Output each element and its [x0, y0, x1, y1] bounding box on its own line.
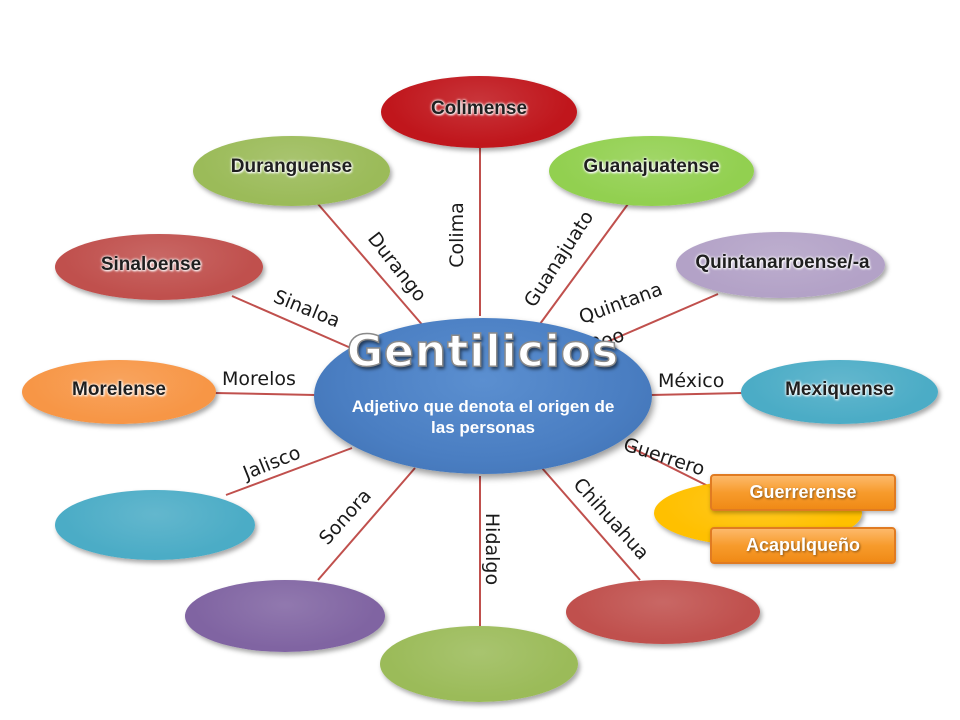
state-label-morelos: Morelos — [222, 368, 296, 390]
center-title: Gentilicios — [346, 325, 620, 378]
spoke-guanajuato — [536, 203, 629, 329]
ellipse-label: Colimense — [430, 98, 528, 119]
center-subtitle: Adjetivo que denota el origen de las per… — [351, 397, 615, 437]
option-box-acapulqueno[interactable]: Acapulqueño — [710, 527, 896, 564]
spoke-morelos — [214, 392, 316, 396]
ellipse-quintanarroense[interactable]: Quintanarroense/-a — [676, 232, 885, 298]
ellipse-guanajuatense[interactable]: Guanajuatense — [549, 136, 754, 206]
ellipse-hidalgo[interactable] — [380, 626, 578, 702]
center-ellipse — [314, 318, 652, 474]
ellipse-duranguense[interactable]: Duranguense — [193, 136, 390, 206]
ellipse-label: Guanajuatense — [583, 156, 720, 177]
ellipse-jalisco[interactable] — [55, 490, 255, 560]
spoke-guerrero — [627, 445, 713, 489]
spoke-jalisco — [225, 447, 353, 496]
ellipse-label: Mexiquense — [785, 379, 894, 400]
ellipse-label: Sinaloense — [100, 254, 202, 275]
spoke-sonora — [317, 467, 416, 581]
spoke-chihuahua — [541, 467, 641, 581]
spoke-quintana-roo — [599, 293, 719, 346]
ellipse-chihuahua[interactable] — [566, 580, 760, 644]
spoke-durango — [317, 203, 426, 329]
ellipse-morelense[interactable]: Morelense — [22, 360, 216, 424]
state-label-mexico: México — [658, 370, 725, 392]
ellipse-colimense[interactable]: Colimense — [381, 76, 577, 148]
spoke-sinaloa — [231, 295, 361, 353]
state-label-hidalgo: Hidalgo — [481, 512, 504, 586]
ellipse-label: Duranguense — [230, 156, 353, 177]
option-box-guerrerense[interactable]: Guerrerense — [710, 474, 896, 511]
ellipse-label: Morelense — [72, 379, 166, 400]
ellipse-sonora[interactable] — [185, 580, 385, 652]
ellipse-sinaloense[interactable]: Sinaloense — [55, 234, 263, 300]
ellipse-label: Quintanarroense/-a — [695, 252, 870, 273]
state-label-colima: Colima — [445, 202, 468, 268]
spoke-mexico — [650, 392, 743, 396]
ellipse-mexiquense[interactable]: Mexiquense — [741, 360, 938, 424]
